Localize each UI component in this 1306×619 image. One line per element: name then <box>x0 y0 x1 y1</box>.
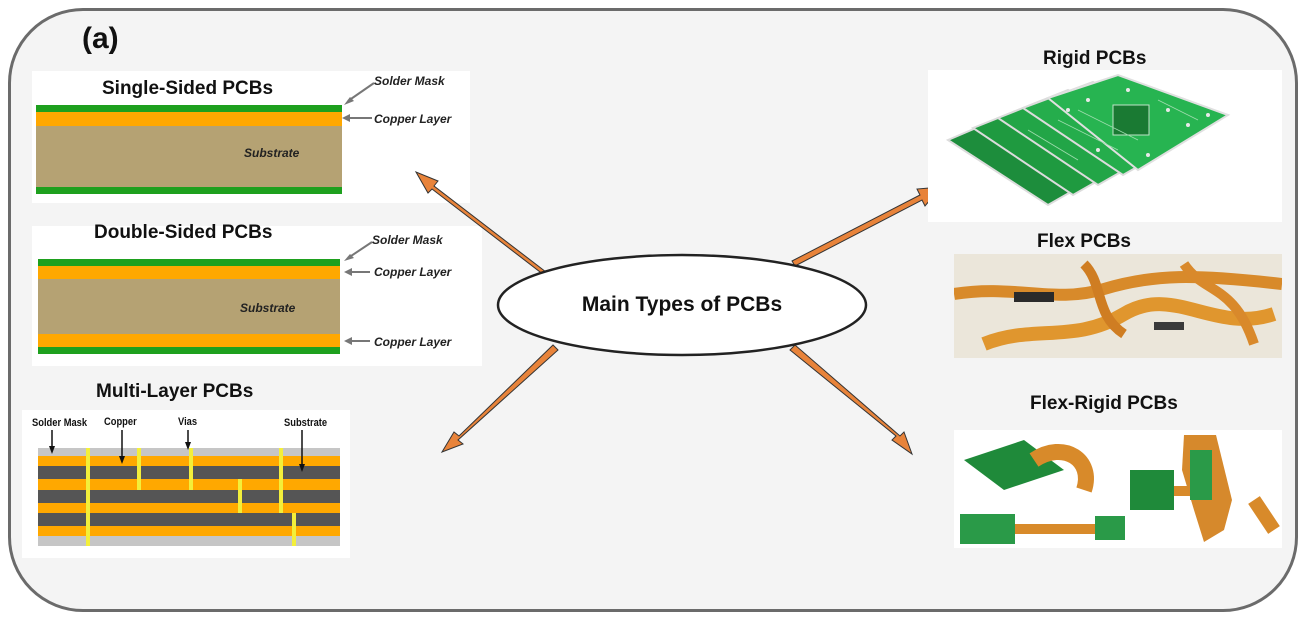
arrow-to-multi-layer <box>440 344 559 453</box>
multi-substrate-label: Substrate <box>284 417 328 429</box>
double-solder-mask-label: Solder Mask <box>372 233 443 247</box>
flex-title: Flex PCBs <box>1037 231 1131 252</box>
single-copper-layer-label: Copper Layer <box>374 112 452 126</box>
flex-pcb-illustration <box>954 254 1282 358</box>
flex-rigid-pcb-illustration <box>960 435 1280 544</box>
double-substrate-label: Substrate <box>240 301 296 315</box>
multi-layer-title: Multi-Layer PCBs <box>96 381 254 402</box>
arrow-to-rigid <box>791 186 943 267</box>
arrow-to-single-sided <box>414 170 547 276</box>
single-sided-title: Single-Sided PCBs <box>102 78 274 99</box>
rigid-title: Rigid PCBs <box>1043 48 1147 69</box>
multi-vias-label: Vias <box>178 416 198 428</box>
multi-layer-diagram <box>38 430 340 546</box>
center-label: Main Types of PCBs <box>581 293 783 316</box>
center-ellipse <box>496 253 868 357</box>
double-copper-layer-top-label: Copper Layer <box>374 265 452 279</box>
single-solder-mask-label: Solder Mask <box>374 74 445 88</box>
single-substrate-label: Substrate <box>244 146 300 160</box>
multi-copper-label: Copper <box>104 416 137 428</box>
double-sided-title: Double-Sided PCBs <box>94 222 273 243</box>
arrow-to-flex-rigid <box>789 344 914 456</box>
single-sided-diagram <box>36 82 375 194</box>
rigid-pcb-illustration <box>945 73 1231 207</box>
double-sided-diagram <box>38 241 373 354</box>
double-copper-layer-bottom-label: Copper Layer <box>374 335 452 349</box>
flex-rigid-title: Flex-Rigid PCBs <box>1030 393 1178 414</box>
multi-solder-mask-label: Solder Mask <box>32 417 88 429</box>
panel-label: (a) <box>82 22 119 55</box>
